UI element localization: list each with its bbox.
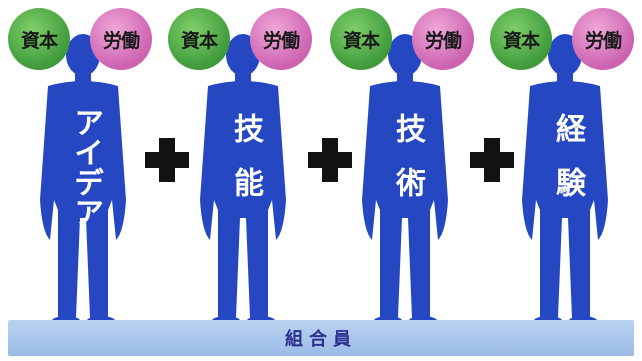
contribution-label: アイデア xyxy=(68,107,103,227)
member-base-platform: 組合員 xyxy=(8,320,634,356)
plus-icon xyxy=(308,138,352,182)
member-idea: 資本 労働 アイデア xyxy=(8,0,158,335)
contribution-label: 技術 xyxy=(390,113,425,221)
labor-bubble: 労働 xyxy=(90,8,152,70)
capital-bubble: 資本 xyxy=(330,8,392,70)
capital-bubble: 資本 xyxy=(8,8,70,70)
member-experience: 資本 労働 経験 xyxy=(490,0,640,335)
capital-bubble: 資本 xyxy=(168,8,230,70)
labor-bubble: 労働 xyxy=(250,8,312,70)
plus-icon xyxy=(470,138,514,182)
plus-icon xyxy=(145,138,189,182)
contribution-label: 技能 xyxy=(228,113,263,221)
base-label: 組合員 xyxy=(285,329,357,350)
labor-bubble: 労働 xyxy=(572,8,634,70)
member-skill: 資本 労働 技能 xyxy=(168,0,318,335)
person-silhouette-icon xyxy=(362,34,448,328)
labor-bubble: 労働 xyxy=(412,8,474,70)
capital-bubble: 資本 xyxy=(490,8,552,70)
contribution-label: 経験 xyxy=(550,113,585,221)
member-technology: 資本 労働 技術 xyxy=(330,0,480,335)
